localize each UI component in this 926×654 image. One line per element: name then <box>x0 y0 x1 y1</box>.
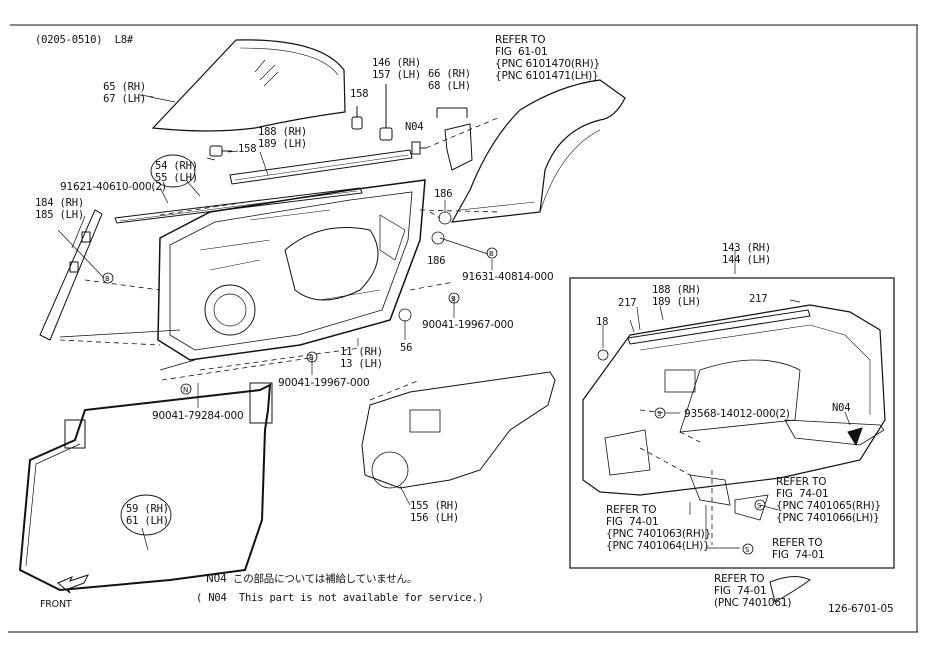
front-arrow-icon <box>57 574 89 594</box>
ref74b-line3: {PNC 7401063(RH)} <box>606 528 711 540</box>
label-157-lh: 157 (LH) <box>372 69 421 81</box>
ref74c-line1: REFER TO <box>772 537 823 549</box>
bolt-marker-s1: S <box>657 410 662 418</box>
label-217-b: 217 <box>749 293 768 305</box>
ref74c-line2: FIG 74-01 <box>772 549 825 561</box>
ref74d-line1: REFER TO <box>714 573 765 585</box>
label-68-lh: 68 (LH) <box>428 80 471 92</box>
label-54-rh: 54 (RH) <box>155 160 198 172</box>
label-n04-panel: N04 <box>832 402 851 414</box>
leader-lines <box>57 94 851 551</box>
label-184-rh: 184 (RH) <box>35 197 84 209</box>
label-61-lh: 61 (LH) <box>126 515 169 527</box>
bolt-marker-b1: B <box>105 275 110 283</box>
ref61-line3: {PNC 6101470(RH)} <box>495 58 600 70</box>
bolt-symbols <box>102 211 766 555</box>
door-silencer-sheet <box>361 371 556 489</box>
label-217-a: 217 <box>618 297 637 309</box>
ref61-line1: REFER TO <box>495 34 546 46</box>
belt-moulding-outer <box>114 187 363 224</box>
belt-moulding-inner <box>229 149 413 185</box>
label-156-lh: 156 (LH) <box>410 512 459 524</box>
note-japanese: N04 この部品については補給していません。 <box>206 573 418 585</box>
label-65-rh: 65 (RH) <box>103 81 146 93</box>
ref74d-line3: (PNC 7401061) <box>714 597 792 609</box>
bolt-marker-s3: S <box>757 502 762 510</box>
door-weatherstrip <box>18 382 273 592</box>
bracket-66 <box>436 107 473 171</box>
ref74a-line4: {PNC 7401066(LH)} <box>776 512 880 524</box>
label-188b-rh: 188 (RH) <box>652 284 701 296</box>
label-55-lh: 55 (LH) <box>155 172 198 184</box>
ref74b-line1: REFER TO <box>606 504 657 516</box>
bolt-marker-s2: S <box>745 546 750 554</box>
label-67-lh: 67 (LH) <box>103 93 146 105</box>
figure-code: 126-6701-05 <box>828 603 894 615</box>
dashed-lines <box>59 116 713 545</box>
label-186-b: 186 <box>427 255 446 267</box>
note-english: ( N04 This part is not available for ser… <box>196 592 484 604</box>
bolt-marker-b3: B <box>451 295 456 303</box>
label-66-rh: 66 (RH) <box>428 68 471 80</box>
bezel-7401061 <box>769 576 811 603</box>
ref74d-line2: FIG 74-01 <box>714 585 767 597</box>
label-56: 56 <box>400 342 413 354</box>
ref74a-line3: {PNC 7401065(RH)} <box>776 500 881 512</box>
label-189b-lh: 189 (LH) <box>652 296 701 308</box>
label-91631: 91631-40814-000 <box>462 271 554 283</box>
oval-54 <box>150 154 196 188</box>
bolt-marker-b4: B <box>309 354 314 362</box>
clip-146 <box>379 84 393 141</box>
label-11-rh: 11 (RH) <box>340 346 383 358</box>
label-90041-a: 90041-19967-000 <box>422 319 514 331</box>
label-188-rh: 188 (RH) <box>258 126 307 138</box>
front-label: FRONT <box>40 599 72 610</box>
label-155-rh: 155 (RH) <box>410 500 459 512</box>
door-frame <box>157 179 426 361</box>
header-code: (0205-0510) L8# <box>35 34 133 46</box>
bolt-marker-b2: B <box>489 250 494 258</box>
oval-59 <box>120 494 172 536</box>
ref74a-line2: FIG 74-01 <box>776 488 829 500</box>
label-143-rh: 143 (RH) <box>722 242 771 254</box>
door-glass <box>149 39 346 132</box>
quarter-panel <box>450 79 626 223</box>
bolt-marker-n: N <box>183 386 189 394</box>
ref74b-line2: FIG 74-01 <box>606 516 659 528</box>
clip-158-b <box>351 106 363 130</box>
label-59-rh: 59 (RH) <box>126 503 169 515</box>
clip-158-a <box>209 145 232 157</box>
label-93568: 93568-14012-000(2) <box>684 408 790 420</box>
label-18: 18 <box>596 316 609 328</box>
label-n04-top: N04 <box>405 121 424 133</box>
label-158-a: 158 <box>238 143 257 155</box>
label-91621: 91621-40610-000(2) <box>60 181 166 193</box>
label-185-lh: 185 (LH) <box>35 209 84 221</box>
stopper-n04 <box>411 141 426 155</box>
ref74b-line4: {PNC 7401064(LH)} <box>606 540 710 552</box>
label-186-a: 186 <box>434 188 453 200</box>
label-146-rh: 146 (RH) <box>372 57 421 69</box>
label-158-b: 158 <box>350 88 369 100</box>
ref61-line4: {PNC 6101471(LH)} <box>495 70 599 82</box>
label-90041-c: 90041-79284-000 <box>152 410 244 422</box>
label-189-lh: 189 (LH) <box>258 138 307 150</box>
label-13-lh: 13 (LH) <box>340 358 383 370</box>
ref61-line2: FIG 61-01 <box>495 46 548 58</box>
trim-detail-box <box>569 277 895 569</box>
label-90041-b: 90041-19967-000 <box>278 377 370 389</box>
division-bar <box>39 209 103 341</box>
ref74a-line1: REFER TO <box>776 476 827 488</box>
label-144-lh: 144 (LH) <box>722 254 771 266</box>
